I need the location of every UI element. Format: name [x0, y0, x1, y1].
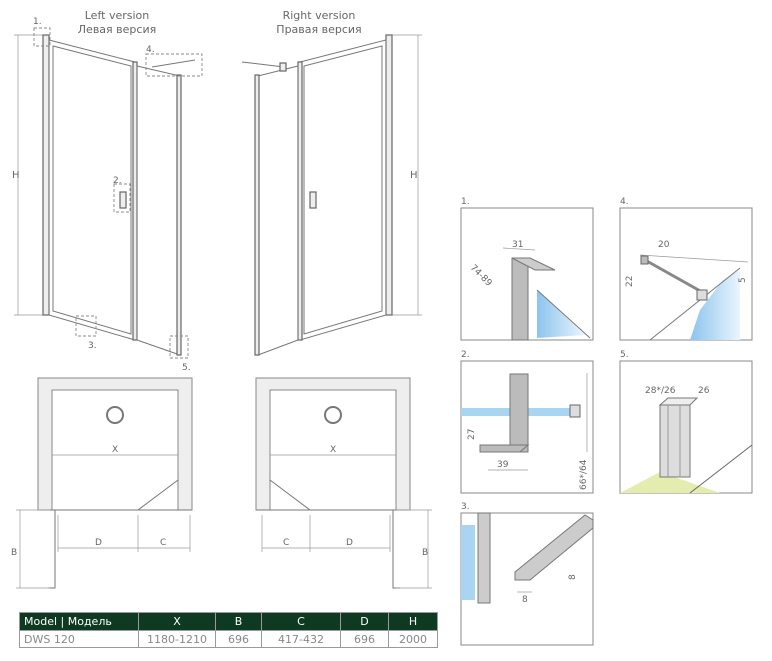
left-title-ru: Левая версия [78, 23, 156, 36]
left-front-view: H 1. 4. 2. 3. 5. [12, 17, 203, 373]
svg-text:5.: 5. [620, 350, 629, 360]
c-label-left: C [160, 538, 166, 548]
svg-text:22: 22 [625, 276, 635, 287]
c-label-right: C [283, 538, 289, 548]
b-label-right: B [422, 548, 428, 558]
right-title-ru: Правая версия [276, 23, 361, 36]
right-plan-view: X B C D [255, 377, 432, 589]
callout-4: 4. [146, 45, 155, 55]
detail-3: 3. 8 8 [460, 502, 594, 646]
svg-text:1.: 1. [461, 197, 470, 207]
detail-5: 5. 28*/26 26 [619, 350, 753, 494]
left-title-en: Left version [85, 9, 150, 22]
h-label-right: H [410, 170, 418, 181]
svg-text:8: 8 [568, 574, 578, 580]
svg-text:26: 26 [698, 386, 710, 396]
d-label-left: D [95, 538, 102, 548]
dimensions-table: Model | Модель X B C D H DWS 120 1180-12… [19, 612, 438, 648]
svg-text:5: 5 [738, 277, 748, 283]
svg-text:31: 31 [512, 240, 523, 250]
svg-text:8: 8 [522, 595, 528, 605]
x-label-left: X [112, 445, 118, 455]
d-label-right: D [346, 538, 353, 548]
x-label-right: X [330, 445, 336, 455]
left-plan-view: X B D C [11, 377, 193, 589]
svg-text:66*/64: 66*/64 [579, 459, 589, 490]
table-row: DWS 120 1180-1210 696 417-432 696 2000 [19, 630, 438, 648]
svg-text:2.: 2. [461, 350, 470, 360]
svg-text:27: 27 [467, 429, 477, 440]
right-title-en: Right version [283, 9, 356, 22]
svg-text:39: 39 [497, 460, 509, 470]
table-header: Model | Модель X B C D H [19, 612, 438, 631]
h-label-left: H [12, 170, 20, 181]
detail-2: 2. 27 39 66*/64 [460, 350, 594, 494]
svg-text:4.: 4. [620, 197, 629, 207]
svg-text:20: 20 [658, 240, 670, 250]
svg-text:28*/26: 28*/26 [645, 386, 676, 396]
callout-3: 3. [88, 341, 97, 351]
detail-4: 4. 20 22 5 [619, 197, 753, 341]
svg-text:3.: 3. [461, 502, 470, 512]
detail-1: 1. 31 74-89 [460, 197, 594, 341]
right-front-view: H [241, 34, 422, 356]
b-label-left: B [11, 548, 17, 558]
callout-1: 1. [33, 17, 42, 27]
callout-5: 5. [182, 363, 191, 373]
callout-2: 2. [113, 176, 122, 186]
